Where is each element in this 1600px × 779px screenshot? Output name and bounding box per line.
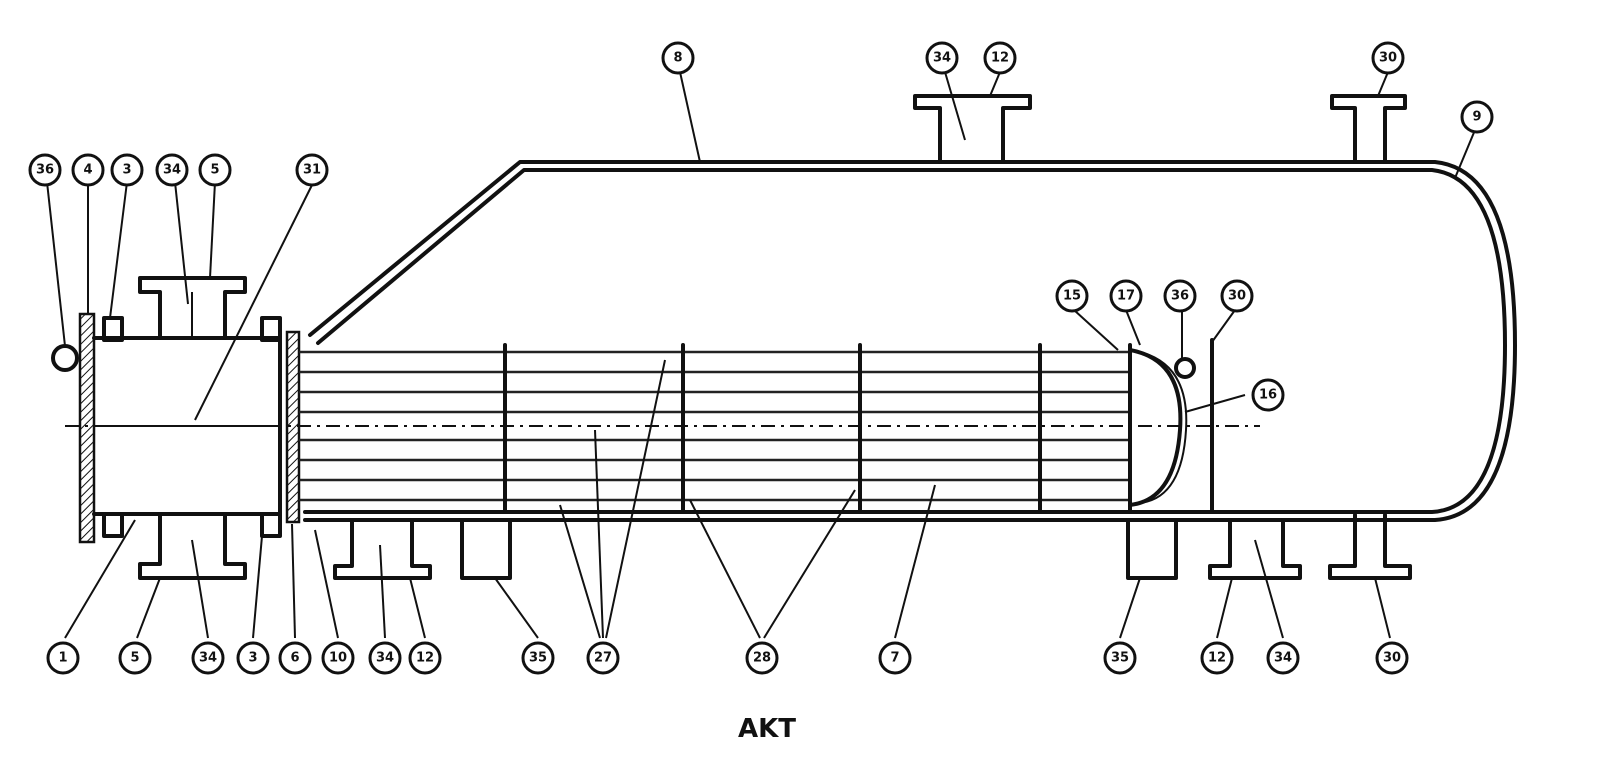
callout-label: 7 <box>890 651 899 666</box>
callout-label: 4 <box>83 163 92 178</box>
callout: 15 <box>1055 279 1089 313</box>
callout-label: 28 <box>753 651 771 666</box>
callout-label: 34 <box>376 651 394 666</box>
callout: 34 <box>925 41 959 75</box>
callout-label: 12 <box>416 651 434 666</box>
baffles <box>503 343 1042 512</box>
callout: 36 <box>28 153 62 187</box>
callout-label: 36 <box>1171 289 1189 304</box>
callout: 30 <box>1220 279 1254 313</box>
callout-label: 31 <box>303 163 321 178</box>
callout: 12 <box>983 41 1017 75</box>
callout: 4 <box>71 153 105 187</box>
callout-label: 34 <box>933 51 951 66</box>
callout: 7 <box>878 641 912 675</box>
callout: 9 <box>1460 100 1494 134</box>
callout: 34 <box>1266 641 1300 675</box>
callout: 28 <box>745 641 779 675</box>
callout-label: 5 <box>210 163 219 178</box>
callout: 10 <box>321 641 355 675</box>
callout: 12 <box>408 641 442 675</box>
callout-label: 5 <box>130 651 139 666</box>
callout-label: 15 <box>1063 289 1081 304</box>
shell <box>308 160 1517 522</box>
callout: 3 <box>236 641 270 675</box>
callout-label: 30 <box>1383 651 1401 666</box>
leader-lines <box>46 71 1476 639</box>
callout-label: 34 <box>199 651 217 666</box>
callout-label: 35 <box>1111 651 1129 666</box>
nozzle-bottom-far-right <box>1328 513 1412 580</box>
diagram-title: AKT <box>738 714 796 744</box>
saddle-left <box>460 518 512 580</box>
callout-label: 36 <box>36 163 54 178</box>
callout: 36 <box>1163 279 1197 313</box>
callout: 34 <box>155 153 189 187</box>
callout: 35 <box>521 641 555 675</box>
callout: 34 <box>368 641 402 675</box>
callout: 34 <box>191 641 225 675</box>
nozzle-bottom-right <box>1208 518 1302 580</box>
callout-label: 9 <box>1472 110 1481 125</box>
callout-label: 16 <box>1259 388 1277 403</box>
callout-label: 1 <box>58 651 67 666</box>
nozzle-front-top <box>138 276 247 340</box>
floating-head <box>1128 338 1214 514</box>
nozzle-top-vapor <box>913 94 1032 164</box>
callout-label: 30 <box>1379 51 1397 66</box>
callout-label: 12 <box>991 51 1009 66</box>
callout-label: 3 <box>248 651 257 666</box>
callout: 5 <box>198 153 232 187</box>
front-channel <box>51 312 1260 544</box>
nozzle-shell-inlet <box>333 518 432 580</box>
callout: 30 <box>1375 641 1409 675</box>
callout: 3 <box>110 153 144 187</box>
callout: 35 <box>1103 641 1137 675</box>
nozzle-top-right <box>1330 94 1407 164</box>
callout-label: 10 <box>329 651 347 666</box>
callout: 16 <box>1251 378 1285 412</box>
callout: 12 <box>1200 641 1234 675</box>
callout-label: 17 <box>1117 289 1135 304</box>
callout-label: 6 <box>290 651 299 666</box>
callout: 30 <box>1371 41 1405 75</box>
nozzle-front-bottom <box>138 512 247 580</box>
callout-label: 3 <box>122 163 131 178</box>
callout: 17 <box>1109 279 1143 313</box>
callout: 5 <box>118 641 152 675</box>
callout-label: 8 <box>673 51 682 66</box>
callout-label: 27 <box>594 651 612 666</box>
callout: 27 <box>586 641 620 675</box>
callout-label: 34 <box>1274 651 1292 666</box>
callout-label: 12 <box>1208 651 1226 666</box>
callout: 1 <box>46 641 80 675</box>
callout: 31 <box>295 153 329 187</box>
tube-bundle <box>299 350 1130 502</box>
callout-label: 30 <box>1228 289 1246 304</box>
saddle-right <box>1126 518 1178 580</box>
callout-label: 34 <box>163 163 181 178</box>
callout: 6 <box>278 641 312 675</box>
bundle-shell <box>303 510 1132 522</box>
callout: 8 <box>661 41 695 75</box>
callout-label: 35 <box>529 651 547 666</box>
